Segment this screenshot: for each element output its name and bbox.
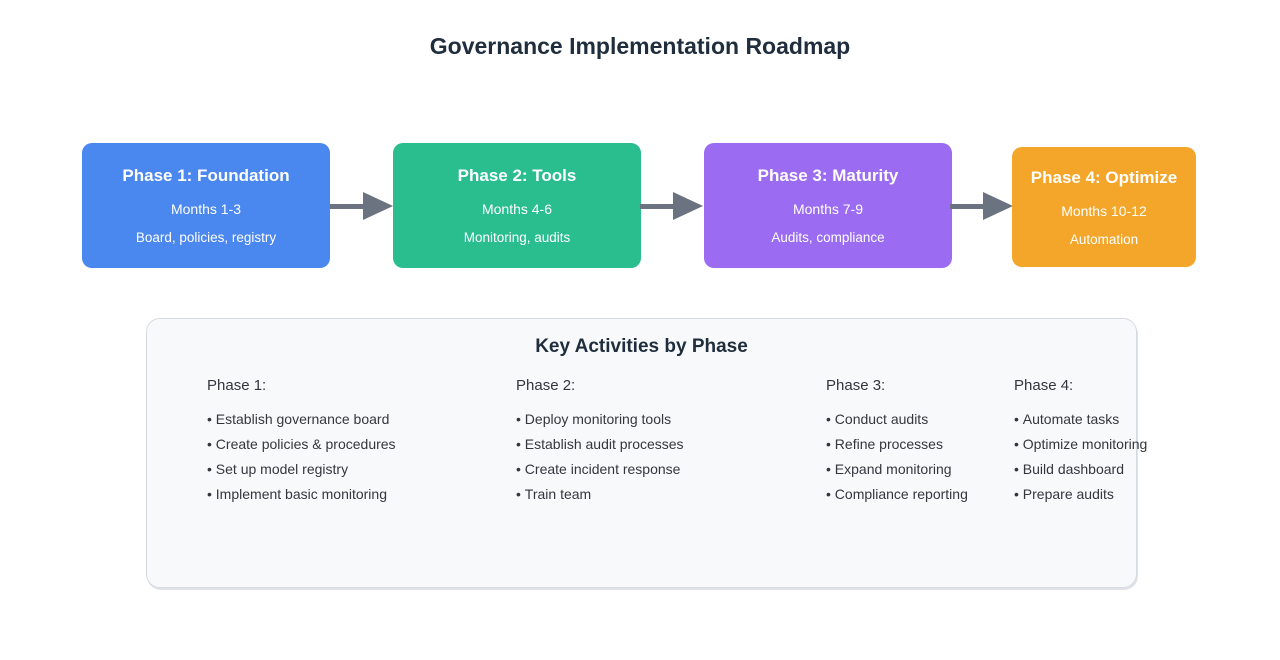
flow-arrow-3 [950,192,1014,220]
activities-column-phase-1: Phase 1: Establish governance board Crea… [207,377,396,507]
phase-title: Phase 4: Optimize [1030,167,1178,187]
list-item: Deploy monitoring tools [516,407,684,432]
arrow-shaft [950,204,988,209]
column-label: Phase 4: [1014,377,1074,394]
list-item: Automate tasks [1014,407,1147,432]
list-item: Create incident response [516,457,684,482]
phase-summary: Board, policies, registry [135,230,277,245]
phase-summary: Audits, compliance [771,230,885,245]
phase-months: Months 4-6 [481,201,553,217]
list-item: Refine processes [826,432,968,457]
phase-box-foundation: Phase 1: Foundation Months 1-3 Board, po… [82,143,330,268]
flow-arrow-2 [640,192,704,220]
phase-summary: Automation [1069,231,1139,247]
list-item: Conduct audits [826,407,968,432]
phase-summary: Monitoring, audits [463,230,571,245]
phase-box-tools: Phase 2: Tools Months 4-6 Monitoring, au… [393,143,641,268]
key-activities-panel: Key Activities by Phase Phase 1: Establi… [146,318,1147,588]
arrow-shaft [330,204,368,209]
phase-months: Months 7-9 [792,201,864,217]
phase-title: Phase 3: Maturity [757,166,899,185]
list-item: Compliance reporting [826,482,968,507]
list-item: Create policies & procedures [207,432,396,457]
panel-title: Key Activities by Phase [535,336,748,357]
list-item: Implement basic monitoring [207,482,396,507]
list-item: Establish audit processes [516,432,684,457]
arrow-shaft [640,204,678,209]
page-title: Governance Implementation Roadmap [429,33,851,59]
list-item: Train team [516,482,684,507]
phase-box-optimize: Phase 4: Optimize Months 10-12 Automatio… [1012,147,1196,267]
list-item: Prepare audits [1014,482,1147,507]
arrow-head-icon [363,192,393,220]
list-item: Build dashboard [1014,457,1147,482]
activities-column-phase-2: Phase 2: Deploy monitoring tools Establi… [516,377,684,507]
column-label: Phase 2: [516,377,576,394]
list-item: Expand monitoring [826,457,968,482]
flow-arrow-1 [330,192,394,220]
arrow-head-icon [673,192,703,220]
activities-column-phase-3: Phase 3: Conduct audits Refine processes… [826,377,968,507]
phase-title: Phase 1: Foundation [122,166,290,185]
list-item: Set up model registry [207,457,396,482]
phase-title: Phase 2: Tools [457,166,577,185]
phase-months: Months 10-12 [1061,202,1147,219]
list-item: Establish governance board [207,407,396,432]
column-label: Phase 1: [207,377,267,394]
arrow-head-icon [983,192,1013,220]
column-label: Phase 3: [826,377,886,394]
activities-column-phase-4: Phase 4: Automate tasks Optimize monitor… [1014,377,1147,507]
phase-box-maturity: Phase 3: Maturity Months 7-9 Audits, com… [704,143,952,268]
list-item: Optimize monitoring [1014,432,1148,457]
phase-months: Months 1-3 [170,201,242,217]
